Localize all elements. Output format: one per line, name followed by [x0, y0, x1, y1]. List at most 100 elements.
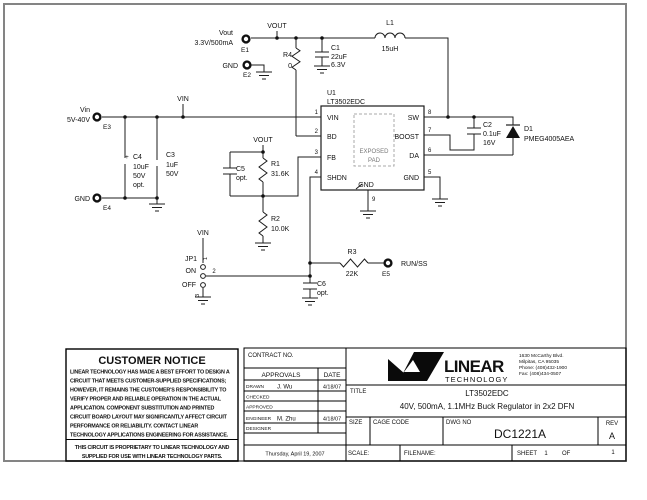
- terminal-e1: [241, 34, 251, 44]
- notice-proprietary-line: SUPPLIED FOR USE WITH LINEAR TECHNOLOGY …: [82, 454, 223, 460]
- company-address-line: 1630 McCarthy Blvd.: [519, 353, 564, 359]
- exposed-pad-label1: EXPOSED: [359, 149, 389, 155]
- u1-pin2-name: BD: [327, 134, 337, 141]
- d1-part: PMEG4005AEA: [524, 136, 575, 143]
- u1-part: LT3502EDC: [327, 99, 365, 106]
- of-label: OF: [562, 451, 571, 457]
- c4-ref: C4: [133, 154, 142, 161]
- e3-spec: 5V-40V: [67, 117, 90, 124]
- r4-ref: R4: [283, 52, 292, 59]
- c1-value: 22uF: [331, 54, 347, 61]
- resistor-r4-symbol: [291, 47, 301, 71]
- date-label: DATE: [324, 372, 342, 379]
- u1-pin6-number: 6: [428, 148, 432, 154]
- customer-notice-title: CUSTOMER NOTICE: [98, 355, 205, 367]
- notice-line: TECHNOLOGY APPLICATIONS ENGINEERING FOR …: [70, 433, 229, 439]
- r1-value: 31.6K: [271, 171, 290, 178]
- u1-pin4-number: 4: [315, 170, 319, 176]
- e4-net-name: GND: [74, 196, 90, 203]
- company-address-line: Milpitas, CA 95035: [519, 359, 559, 365]
- approval-role: DESIGNER: [246, 426, 272, 432]
- cage-code-label: CAGE CODE: [373, 420, 409, 426]
- jp1-ref: JP1: [185, 256, 197, 263]
- approval-role: DRAWN: [246, 384, 264, 390]
- net-runss: RUN/SS: [401, 261, 428, 268]
- c5-ref: C5: [236, 166, 245, 173]
- approval-date: 4/18/07: [323, 417, 341, 423]
- sheet-number: 1: [544, 451, 548, 457]
- c3-ref: C3: [166, 152, 175, 159]
- contract-box: [243, 347, 347, 462]
- notice-line: CIRCUIT THAT MEETS CUSTOMER-SUPPLIED SPE…: [70, 379, 227, 385]
- r2-ref: R2: [271, 216, 280, 223]
- approvals-label: APPROVALS: [262, 372, 302, 379]
- jp1-off-label: OFF: [182, 282, 196, 289]
- u1-pin3-name: FB: [327, 155, 336, 162]
- diode-d1-symbol: [506, 124, 520, 138]
- u1-pin5-number: 5: [428, 170, 432, 176]
- drawing-title-line2: 40V, 500mA, 1.1MHz Buck Regulator in 2x2…: [400, 402, 575, 411]
- approval-name: J. Wu: [277, 385, 292, 391]
- approval-role: CHECKED: [246, 395, 270, 401]
- e3-ref: E3: [103, 124, 111, 131]
- c3-voltage: 50V: [166, 171, 179, 178]
- c2-voltage: 16V: [483, 140, 496, 147]
- company-address-line: Phone: (408)432-1900: [519, 365, 567, 371]
- inductor-l1-symbol: [374, 32, 406, 39]
- contract-no-label: CONTRACT NO.: [248, 353, 294, 359]
- c6-opt: opt.: [317, 290, 329, 297]
- linear-technology-logo: LINEAR TECHNOLOGY: [388, 352, 507, 384]
- u1-pin5-name: GND: [403, 175, 419, 182]
- approval-role: APPROVED: [246, 405, 273, 411]
- junction-dots: [123, 36, 476, 278]
- e1-ref: E1: [241, 47, 249, 54]
- l1-ref: L1: [386, 20, 394, 27]
- customer-notice-box: [65, 348, 239, 462]
- net-vin-top: VIN: [177, 96, 189, 103]
- terminal-e5: [383, 258, 393, 268]
- approval-role: ENGINEER: [246, 416, 272, 422]
- c1-ref: C1: [331, 45, 340, 52]
- notice-line: APPLICATION. COMPONENT SUBSTITUTION AND …: [70, 406, 215, 412]
- u1-pin1-name: VIN: [327, 115, 339, 122]
- jp1-on-label: ON: [186, 268, 197, 275]
- size-label: SIZE: [349, 420, 362, 426]
- e5-ref: E5: [382, 271, 390, 278]
- jp1-pin3-number: 3: [195, 294, 201, 297]
- title-label: TITLE: [350, 389, 366, 395]
- e2-ref: E2: [243, 72, 251, 79]
- terminal-e3: [92, 112, 102, 122]
- c6-ref: C6: [317, 281, 326, 288]
- notice-line: PERFORMANCE OR RELIABILITY. CONTACT LINE…: [70, 424, 198, 430]
- d1-ref: D1: [524, 126, 533, 133]
- notice-line: HOWEVER, IT REMAINS THE CUSTOMER'S RESPO…: [70, 388, 226, 394]
- jp1-pin1-number: 1: [203, 257, 209, 260]
- r4-value: 0: [288, 63, 292, 70]
- rev-value: A: [609, 431, 615, 441]
- exposed-pad-outline: [353, 113, 395, 167]
- r2-value: 10.0K: [271, 226, 290, 233]
- resistor-r3-symbol: [339, 258, 369, 268]
- u1-ref: U1: [327, 90, 336, 97]
- c4-opt: opt.: [133, 182, 145, 189]
- exposed-pad-label2: PAD: [368, 158, 381, 164]
- terminal-e4: [92, 193, 102, 203]
- jp1-pin2-number: 2: [212, 269, 216, 275]
- net-vin-jp: VIN: [197, 230, 209, 237]
- terminal-e2: [242, 60, 252, 70]
- c1-voltage: 6.3V: [331, 62, 346, 69]
- u1-pin1-number: 1: [315, 110, 319, 116]
- rev-label: REV: [606, 421, 618, 427]
- e1-spec: 3.3V/500mA: [194, 40, 233, 47]
- e3-net-name: Vin: [80, 107, 90, 114]
- notice-line: CIRCUIT BOARD LAYOUT MAY SIGNIFICANTLY A…: [70, 415, 228, 421]
- company-title-box: [345, 347, 627, 462]
- approval-name: M. Zhu: [277, 417, 296, 423]
- title-block: CUSTOMER NOTICE LINEAR TECHNOLOGY HAS MA…: [65, 347, 627, 462]
- approval-date: 4/18/07: [323, 385, 341, 391]
- wires: [102, 31, 514, 298]
- u1-pin2-number: 2: [315, 129, 319, 135]
- of-number: 1: [611, 450, 615, 456]
- u1-pin9-number: 9: [372, 197, 376, 203]
